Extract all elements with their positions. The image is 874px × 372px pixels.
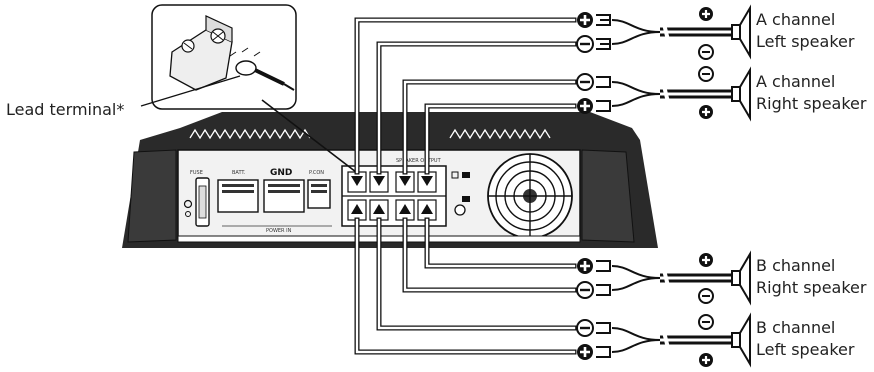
lead-terminal-label: Lead terminal*	[6, 100, 125, 119]
speaker-polarity-markers	[698, 7, 714, 367]
pcon-label: P.CON	[309, 170, 324, 176]
batt-label: BATT.	[232, 170, 246, 176]
minus-icon	[698, 44, 714, 60]
plus-icon	[577, 258, 593, 274]
speaker-channel: A channel	[756, 72, 836, 91]
plus-icon	[699, 7, 713, 21]
minus-icon	[576, 35, 594, 53]
speaker-label-a-right: A channel Right speaker	[756, 72, 866, 114]
plus-icon	[577, 12, 593, 28]
speaker-side: Left speaker	[756, 340, 855, 359]
gnd-label: GND	[270, 168, 292, 178]
power-in-label: POWER IN	[266, 228, 292, 234]
speaker-channel: B channel	[756, 318, 836, 337]
minus-icon	[576, 319, 594, 337]
plus-icon	[577, 98, 593, 114]
speaker-icon	[731, 250, 751, 306]
plus-icon	[699, 353, 713, 367]
minus-icon	[698, 314, 714, 330]
minus-icon	[698, 288, 714, 304]
speaker-label-a-left: A channel Left speaker	[756, 10, 854, 52]
speaker-channel: A channel	[756, 10, 836, 29]
cooling-fan	[487, 153, 573, 239]
amplifier: FUSE BATT. GND P.CON POWER IN SPEAKER OU…	[122, 112, 658, 248]
cable-break-marks	[662, 23, 670, 349]
speaker-output-label: SPEAKER OUTPUT	[396, 158, 442, 164]
speaker-side: Right speaker	[756, 94, 867, 113]
speaker-channel: B channel	[756, 256, 836, 275]
minus-icon	[576, 281, 594, 299]
terminal-arrows	[351, 176, 433, 214]
minus-icon	[698, 66, 714, 82]
plus-icon	[577, 344, 593, 360]
lead-terminal-inset	[151, 4, 297, 110]
speaker-wires	[354, 17, 577, 355]
speaker-icon	[731, 312, 751, 368]
speaker-side: Left speaker	[756, 32, 855, 51]
plus-icon	[699, 253, 713, 267]
speaker-side: Right speaker	[756, 278, 867, 297]
plus-icon	[699, 105, 713, 119]
fuse-label: FUSE	[190, 170, 203, 176]
speaker-icon	[731, 4, 751, 60]
speaker-icon	[731, 66, 751, 122]
speaker-cables	[596, 14, 661, 358]
speaker-terminal-block	[341, 165, 447, 227]
heatsink-fins	[189, 128, 551, 140]
speaker-label-b-left: B channel Left speaker	[756, 318, 854, 360]
twin-cables	[660, 27, 732, 345]
fuse	[183, 177, 210, 227]
minus-icon	[576, 73, 594, 91]
polarity-markers	[576, 12, 594, 360]
speaker-label-b-right: B channel Right speaker	[756, 256, 866, 298]
